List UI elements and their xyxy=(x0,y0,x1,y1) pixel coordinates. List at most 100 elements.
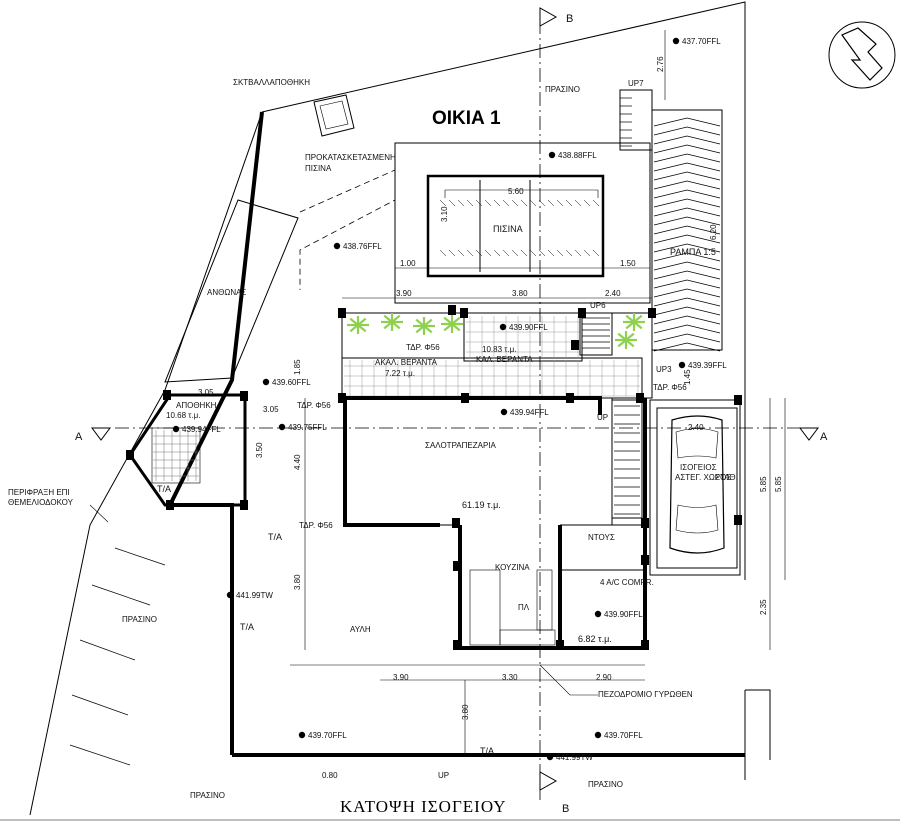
label-parking-2: ΑΣΤΕΓ. ΧΩΡΟΣ xyxy=(675,473,731,482)
column xyxy=(166,500,174,510)
column xyxy=(636,393,644,403)
plant-leaf xyxy=(451,316,461,325)
hatch-line xyxy=(511,199,519,207)
note-fence-2: ΘΕΜΕΛΙΟΔΟΚΟΥ xyxy=(8,498,74,507)
plant-leaf xyxy=(625,332,635,341)
ramp-chevron xyxy=(653,324,721,334)
level-symbol-icon xyxy=(594,610,602,618)
column xyxy=(163,390,171,400)
column xyxy=(571,340,579,350)
level-symbol-icon xyxy=(298,731,306,739)
hatch-line xyxy=(565,199,573,207)
plant-leaf xyxy=(391,321,401,330)
svg-text:2.35: 2.35 xyxy=(759,599,768,615)
plant-leaf xyxy=(383,314,393,323)
storage-room xyxy=(128,393,247,507)
svg-text:ΤΔΡ. Φ56: ΤΔΡ. Φ56 xyxy=(297,401,331,410)
svg-text:439.94FFL: 439.94FFL xyxy=(182,425,221,434)
hatch-line xyxy=(556,249,564,257)
level-symbol-icon xyxy=(278,423,286,431)
hatch-line xyxy=(448,249,456,257)
hatch-line xyxy=(592,249,600,257)
svg-text:ΤΔΡ. Φ56: ΤΔΡ. Φ56 xyxy=(299,521,333,530)
hatch-line xyxy=(457,249,465,257)
ramp-chevron xyxy=(653,135,721,145)
svg-text:Τ/Α: Τ/Α xyxy=(268,532,282,542)
level-symbol-icon xyxy=(548,151,556,159)
svg-text:1.00: 1.00 xyxy=(400,259,416,268)
plant-leaf xyxy=(451,323,461,332)
label-wc: ΝΤΟΥΣ xyxy=(588,533,615,542)
section-a-left: A xyxy=(75,431,83,443)
ramp-chevron xyxy=(653,171,721,181)
plant-leaf xyxy=(423,318,433,327)
svg-text:Τ/Α: Τ/Α xyxy=(240,622,254,632)
plant-leaf xyxy=(357,317,367,326)
hatch-line xyxy=(502,199,510,207)
hatch-line xyxy=(547,249,555,257)
hatch-line xyxy=(538,249,546,257)
level-symbol-icon xyxy=(672,37,680,45)
plan-subtitle: ΚΑΤΟΨΗ ΙΣΟΓΕΙΟΥ xyxy=(340,797,507,816)
plant-icon xyxy=(347,316,369,334)
level-symbol-icon xyxy=(333,242,341,250)
ramp-chevron xyxy=(653,261,721,271)
ramp-chevron xyxy=(653,117,721,127)
note-pavement: ΠΕΖΟΔΡΟΜΙΟ ΓΥΡΩΘΕΝ xyxy=(598,690,693,699)
label-pool: ΠΙΣΙΝΑ xyxy=(493,224,523,234)
column-labels: ΤΔΡ. Φ56 ΤΔΡ. Φ56 ΤΔΡ. Φ56 ΤΔΡ. Φ56 xyxy=(297,343,687,530)
plant-leaf xyxy=(391,314,401,323)
hatch-line xyxy=(475,249,483,257)
north-arrow-icon xyxy=(828,21,896,89)
slope-arrow xyxy=(114,547,166,566)
hatch-line xyxy=(583,249,591,257)
flowerbed xyxy=(164,199,299,383)
column xyxy=(734,515,742,525)
slope-arrow xyxy=(91,584,151,606)
svg-text:3.80: 3.80 xyxy=(293,574,302,590)
label-room-area: 6.82 τ.μ. xyxy=(578,634,612,644)
svg-text:UP6: UP6 xyxy=(590,301,606,310)
slope-arrow xyxy=(69,744,131,766)
hatch-line xyxy=(583,199,591,207)
svg-text:437.70FFL: 437.70FFL xyxy=(682,37,721,46)
svg-text:ΤΔΡ. Φ56: ΤΔΡ. Φ56 xyxy=(406,343,440,352)
plant-leaf xyxy=(423,325,433,334)
hatch-line xyxy=(475,199,483,207)
hatch-line xyxy=(574,199,582,207)
hatch-line xyxy=(484,249,492,257)
ramp-chevron xyxy=(653,207,721,217)
hatch-line xyxy=(547,199,555,207)
svg-text:439.90FFL: 439.90FFL xyxy=(509,323,548,332)
label-lawn-bottom-left: ΠΡΑΣΙΝΟ xyxy=(190,791,225,800)
plant-icon xyxy=(623,313,645,331)
level-symbols xyxy=(172,37,686,761)
dimension-lines xyxy=(290,30,786,755)
ramp-chevron xyxy=(653,279,721,289)
hatch-line xyxy=(511,249,519,257)
label-storage: ΑΠΟΘΗΚΗ xyxy=(176,401,217,410)
ramp-chevron xyxy=(653,234,721,244)
hatch-line xyxy=(466,249,474,257)
label-sink: ΠΛ xyxy=(518,603,530,612)
ramp-chevron xyxy=(653,270,721,280)
svg-text:5.60: 5.60 xyxy=(508,187,524,196)
svg-text:438.76FFL: 438.76FFL xyxy=(343,242,382,251)
svg-text:UP3: UP3 xyxy=(656,365,672,374)
hatch-line xyxy=(556,199,564,207)
column xyxy=(460,308,468,318)
slope-arrows xyxy=(69,547,166,766)
svg-text:439.90FFL: 439.90FFL xyxy=(604,610,643,619)
svg-text:1.45: 1.45 xyxy=(683,369,692,385)
column xyxy=(453,640,461,650)
label-living: ΣΑΛΟΤΡΑΠΕΖΑΡΙΑ xyxy=(425,441,497,450)
section-lines xyxy=(91,7,819,800)
column xyxy=(648,308,656,318)
plant-icon xyxy=(381,313,403,331)
svg-text:439.75FFL: 439.75FFL xyxy=(288,423,327,432)
label-kitchen: ΚΟΥΖΙΝΑ xyxy=(495,563,530,572)
label-parking-1: ΙΣΟΓΕΙΟΣ xyxy=(680,463,717,472)
column xyxy=(734,395,742,405)
svg-text:2.76: 2.76 xyxy=(656,56,665,72)
svg-text:0.80: 0.80 xyxy=(322,771,338,780)
